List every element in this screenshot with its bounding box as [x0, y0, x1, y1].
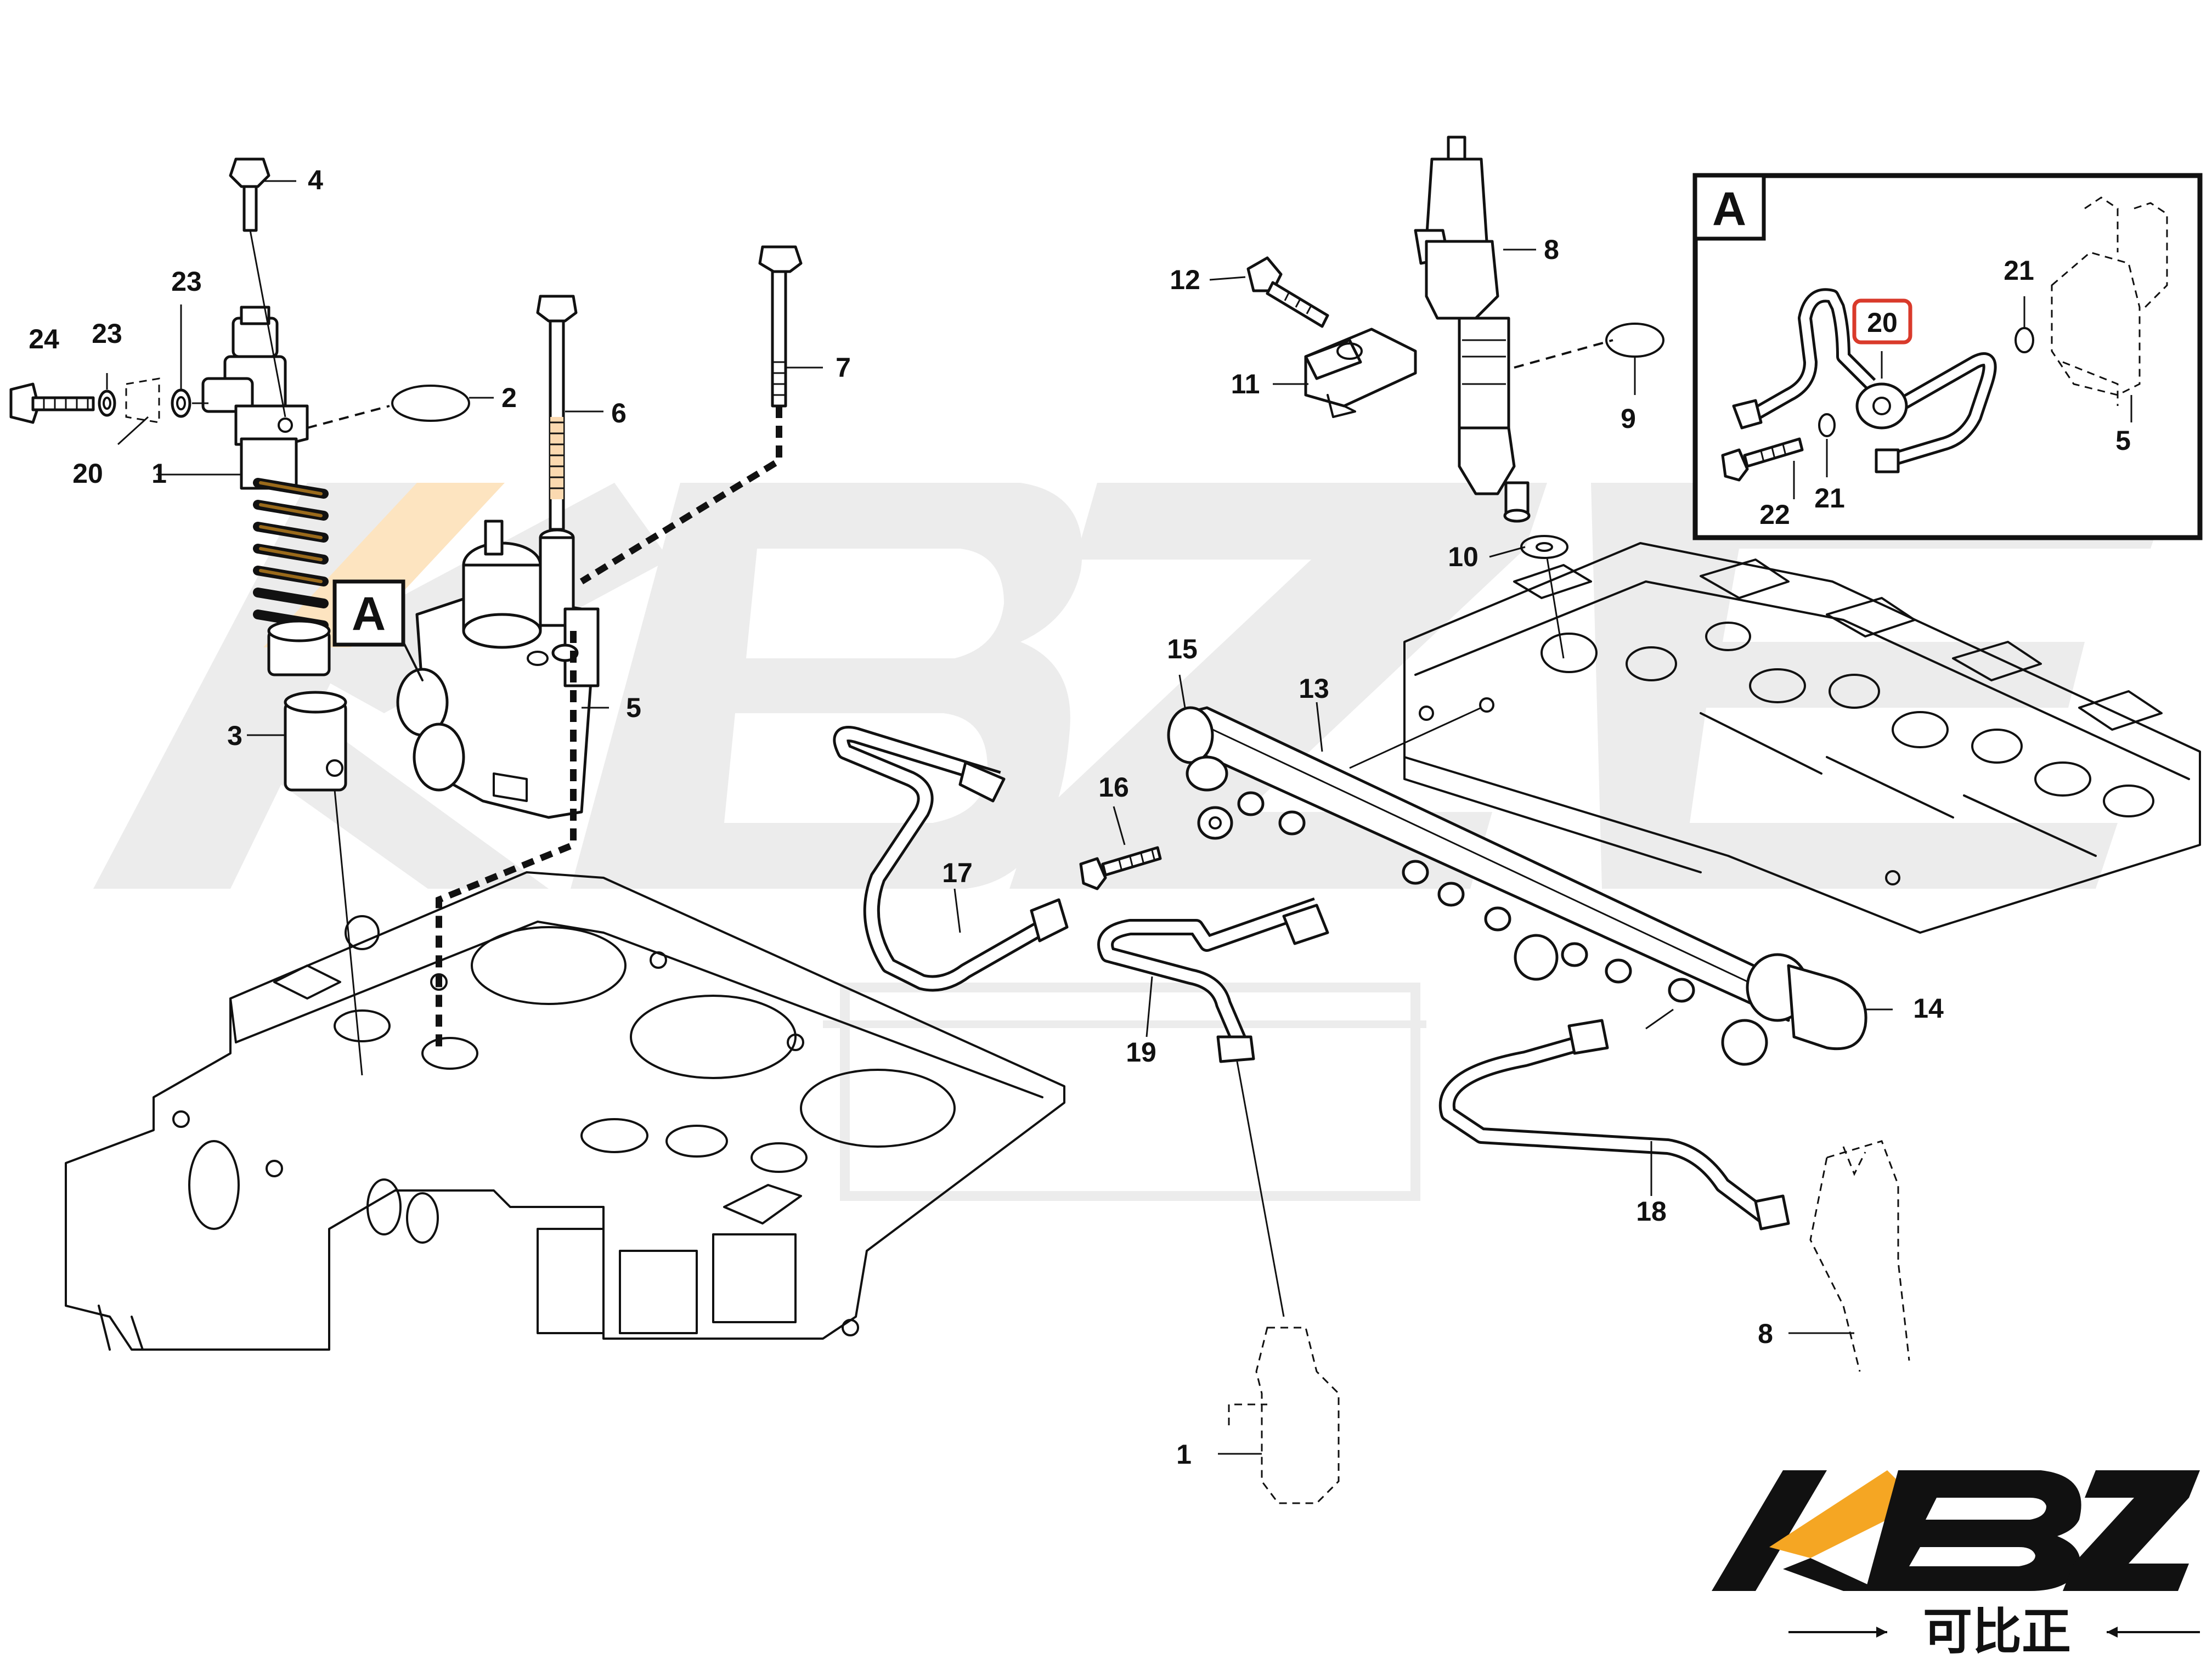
detail-box-a-label: A: [1712, 183, 1746, 235]
pipe-19: [1097, 897, 1329, 1317]
label-8: 8: [1544, 234, 1559, 265]
leader-lines: [106, 180, 1652, 1196]
pressure-sensor-14: [1746, 953, 1893, 1051]
detail-banjo-20: [1855, 382, 1908, 430]
label-9: 9: [1621, 403, 1636, 434]
label-3: 3: [227, 720, 242, 751]
label-7: 7: [836, 352, 851, 383]
spring: [253, 478, 329, 630]
pipe-18: [1438, 1008, 1790, 1231]
label-23-left: 23: [92, 318, 122, 349]
injector-unit-pump: [201, 306, 363, 1076]
label-2: 2: [501, 382, 517, 413]
washer-10: [1520, 535, 1568, 659]
label-11: 11: [1231, 369, 1260, 399]
clamp-11: [1304, 328, 1417, 418]
label-16: 16: [1098, 772, 1129, 803]
detail-pump-ghost: [2051, 196, 2168, 406]
label-5: 5: [626, 692, 641, 723]
bolt-24-assembly: [9, 377, 208, 424]
bolt-12: [1246, 256, 1329, 328]
detail-label-21-top: 21: [2004, 255, 2034, 286]
label-4: 4: [308, 165, 323, 195]
label-18: 18: [1636, 1196, 1667, 1227]
detail-pipes: [1732, 288, 1997, 473]
mounting-path-6: [436, 631, 577, 1053]
callout-box-a-label: A: [352, 588, 386, 640]
ghost-injector-8: [1788, 1140, 1910, 1372]
pipe-17: [833, 726, 1069, 992]
injector-8: [1414, 136, 1613, 523]
label-24: 24: [29, 324, 59, 354]
tappet-sleeve: [284, 691, 347, 792]
highlight-marker-20: [1852, 298, 1912, 345]
label-13: 13: [1299, 673, 1329, 704]
label-15: 15: [1167, 634, 1198, 664]
o-ring-9: [1605, 323, 1664, 358]
high-pressure-pump: [396, 520, 600, 819]
mounting-path-7: [579, 406, 782, 585]
label-17: 17: [942, 857, 973, 888]
detail-labels: 20 21 5 22 21: [1759, 255, 2131, 530]
label-8-lower: 8: [1758, 1318, 1773, 1349]
label-6: 6: [611, 398, 627, 428]
ghost-injector-1: [1218, 1327, 1340, 1504]
engine-block-drawing: [65, 871, 1065, 1351]
rail-fittings: [1237, 791, 1768, 1066]
bolt-7: [758, 245, 803, 408]
label-1: 1: [151, 458, 167, 489]
cylinder-head-drawing: [1403, 542, 2201, 934]
brand-logo: 可比正: [1712, 1470, 2200, 1659]
detail-label-22: 22: [1759, 499, 1790, 530]
bolt-16: [1079, 806, 1233, 890]
bolt-4: [229, 157, 286, 417]
label-12: 12: [1170, 264, 1200, 295]
detail-box-a: A: [1692, 173, 2203, 540]
detail-label-21-bottom: 21: [1814, 483, 1845, 514]
label-20: 20: [72, 458, 103, 489]
brand-logo-subtitle: 可比正: [1923, 1603, 2071, 1659]
label-10: 10: [1448, 541, 1479, 572]
detail-label-5: 5: [2115, 425, 2131, 456]
callout-box-a: A: [332, 579, 424, 681]
label-14: 14: [1913, 993, 1944, 1024]
detail-bolt-22: [1721, 437, 1804, 482]
label-1-lower: 1: [1176, 1439, 1192, 1470]
detail-label-20: 20: [1867, 307, 1898, 338]
bolt-6: [536, 295, 578, 531]
o-ring-2: [307, 385, 470, 429]
label-19: 19: [1126, 1037, 1156, 1068]
label-23-right: 23: [171, 266, 202, 297]
part-labels: 4 23 23 24 2 6 7 20 1 3 5 12 11 8 9 10 1…: [29, 165, 1944, 1470]
rail-end-15: [1167, 706, 1228, 792]
